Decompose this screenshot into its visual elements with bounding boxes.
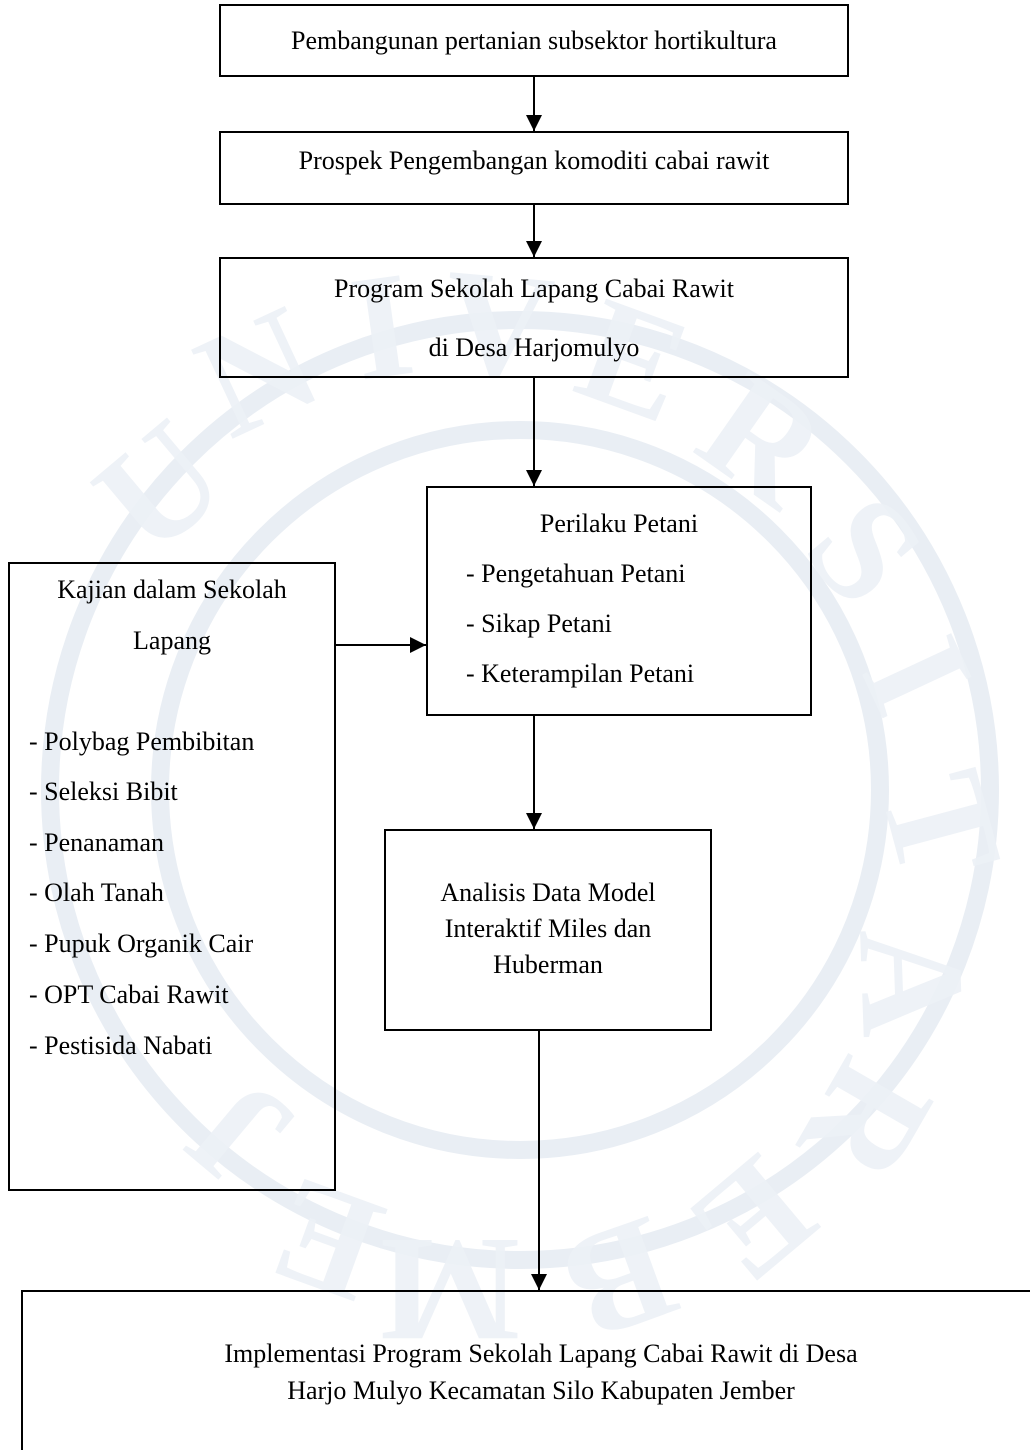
box-program-line2: di Desa Harjomulyo bbox=[428, 333, 640, 362]
box-perilaku-item: - Pengetahuan Petani bbox=[466, 559, 686, 588]
box-perilaku-item: - Keterampilan Petani bbox=[466, 659, 695, 688]
box-program-line1: Program Sekolah Lapang Cabai Rawit bbox=[333, 274, 735, 303]
box-kajian-title-line2: Lapang bbox=[133, 626, 211, 655]
box-perilaku-item: - Sikap Petani bbox=[466, 609, 612, 638]
box-kajian-item: - Pupuk Organik Cair bbox=[29, 929, 254, 958]
box-kajian-item: - Polybag Pembibitan bbox=[29, 727, 255, 756]
box-kajian-item: - Seleksi Bibit bbox=[29, 777, 178, 806]
box-implementasi-line2: Harjo Mulyo Kecamatan Silo Kabupaten Jem… bbox=[287, 1376, 795, 1405]
box-kajian bbox=[8, 562, 336, 1191]
box-analisis-line3: Huberman bbox=[493, 950, 603, 979]
box-pembangunan-text: Pembangunan pertanian subsektor hortikul… bbox=[291, 26, 777, 55]
box-program bbox=[219, 257, 849, 378]
box-prospek bbox=[219, 131, 849, 205]
box-kajian-item: - Penanaman bbox=[29, 828, 165, 857]
box-kajian-item: - OPT Cabai Rawit bbox=[29, 980, 229, 1009]
box-prospek-text: Prospek Pengembangan komoditi cabai rawi… bbox=[298, 146, 770, 175]
box-perilaku-title: Perilaku Petani bbox=[539, 509, 699, 538]
box-implementasi bbox=[21, 1290, 1030, 1450]
box-pembangunan bbox=[219, 4, 849, 77]
box-analisis-line2: Interaktif Miles dan bbox=[444, 914, 652, 943]
box-kajian-item: - Pestisida Nabati bbox=[29, 1031, 213, 1060]
box-kajian-item: - Olah Tanah bbox=[29, 878, 164, 907]
box-analisis bbox=[384, 829, 712, 1031]
box-analisis-line1: Analisis Data Model bbox=[440, 878, 656, 907]
box-implementasi-line1: Implementasi Program Sekolah Lapang Caba… bbox=[224, 1339, 858, 1368]
box-kajian-title-line1: Kajian dalam Sekolah bbox=[57, 575, 287, 604]
box-perilaku bbox=[426, 486, 812, 716]
